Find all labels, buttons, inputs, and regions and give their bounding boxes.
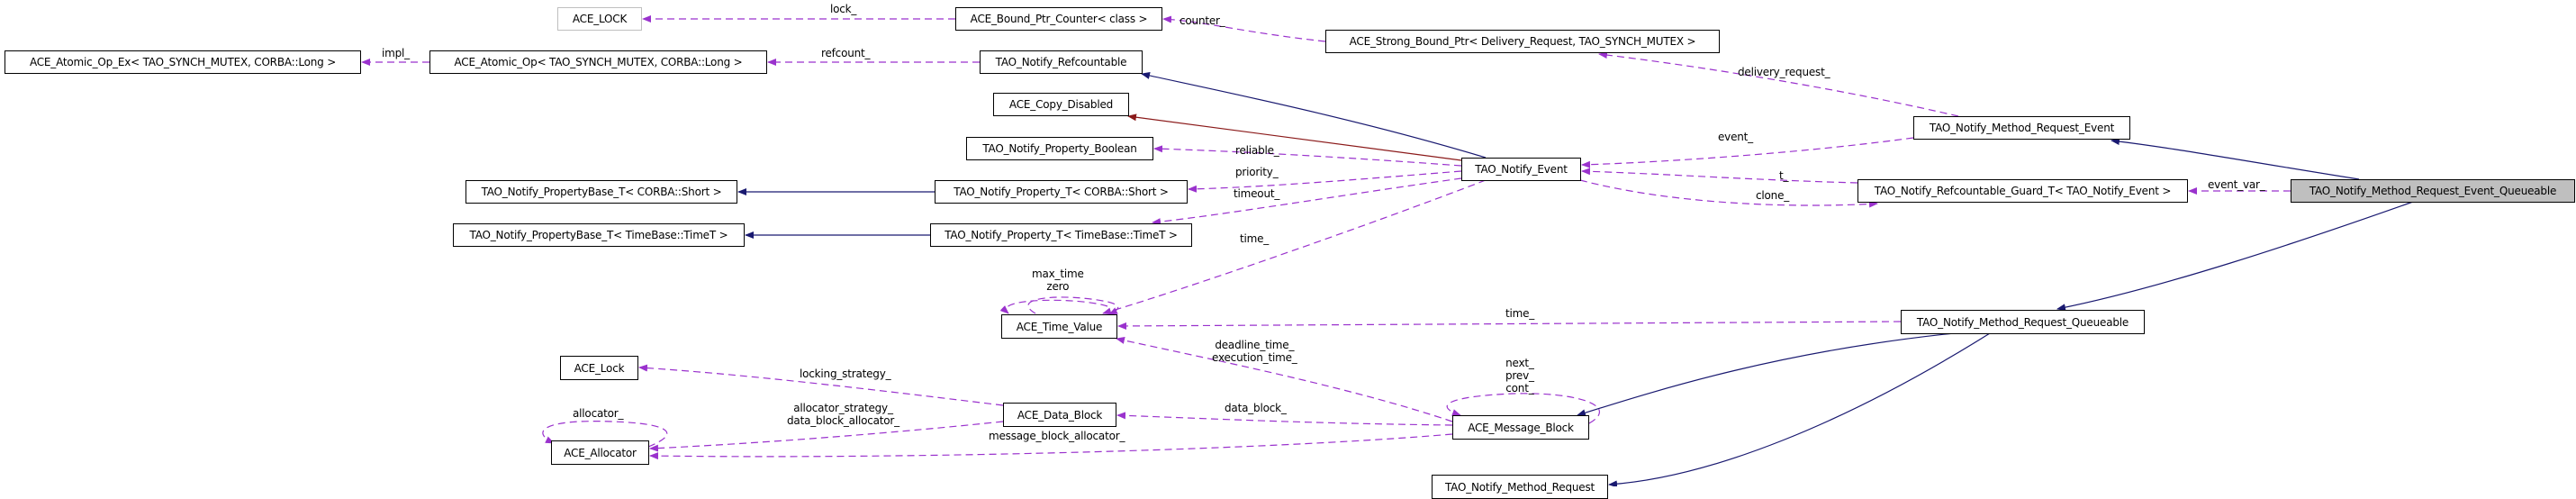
node-label: TAO_Notify_Method_Request_Event: [1929, 122, 2115, 134]
node-label: TAO_Notify_Property_T< TimeBase::TimeT >: [945, 229, 1178, 241]
edge-allocator-strategy: [649, 421, 1004, 452]
node-label: TAO_Notify_Method_Request_Event_Queueabl…: [2309, 185, 2557, 197]
edge-label-delivery-request: delivery_request_: [1738, 66, 1830, 78]
edge-data-block: [1116, 412, 1453, 426]
edge-label-priority: priority_: [1235, 166, 1279, 178]
node-time-value[interactable]: ACE_Time_Value: [1001, 314, 1117, 339]
node-label: TAO_Notify_Property_Boolean: [982, 142, 1137, 155]
edge-layer: [361, 15, 2414, 486]
edge-message-block-allocator: [649, 433, 1453, 460]
edge-label-allocator-self: allocator_: [573, 407, 624, 420]
edge-inherit-copy-disabled: [1127, 113, 1462, 161]
node-label: ACE_Data_Block: [1017, 408, 1103, 422]
edge-allocator-self: [542, 421, 668, 448]
edge-label-impl: impl_: [382, 47, 410, 59]
node-label: ACE_Atomic_Op< TAO_SYNCH_MUTEX, CORBA::L…: [454, 56, 743, 68]
edge-label-message-block-allocator: message_block_allocator_: [989, 430, 1125, 442]
node-refcountable[interactable]: TAO_Notify_Refcountable: [980, 50, 1143, 74]
node-allocator[interactable]: ACE_Allocator: [551, 440, 649, 465]
edge-time1: [1102, 179, 1487, 315]
edge-timeout: [1152, 177, 1462, 226]
node-label: TAO_Notify_Event: [1475, 163, 1568, 176]
node-label: TAO_Notify_Property_T< CORBA::Short >: [954, 186, 1169, 198]
edge-label-next-prev-cont: next_ prev_ cont_: [1505, 357, 1534, 395]
edge-label-lock: lock_: [830, 3, 857, 15]
node-atomic-op[interactable]: ACE_Atomic_Op< TAO_SYNCH_MUTEX, CORBA::L…: [429, 50, 767, 74]
node-property-boolean[interactable]: TAO_Notify_Property_Boolean: [966, 137, 1153, 160]
node-label: ACE_Strong_Bound_Ptr< Delivery_Request, …: [1349, 35, 1696, 48]
node-method-request[interactable]: TAO_Notify_Method_Request: [1432, 475, 1608, 499]
node-label: ACE_Message_Block: [1468, 421, 1574, 434]
edge-next-prev-cont: [1446, 393, 1601, 424]
node-method-request-event[interactable]: TAO_Notify_Method_Request_Event: [1913, 116, 2130, 140]
node-bound-ptr-counter[interactable]: ACE_Bound_Ptr_Counter< class >: [955, 7, 1162, 31]
edge-locking-strategy: [638, 364, 1004, 406]
node-property-short[interactable]: TAO_Notify_Property_T< CORBA::Short >: [935, 180, 1188, 204]
edge-inherit-message-block: [1577, 332, 1955, 417]
edge-inherit-queueable: [2056, 201, 2414, 312]
edge-label-event: event_: [1718, 131, 1753, 143]
node-propertybase-timet[interactable]: TAO_Notify_PropertyBase_T< TimeBase::Tim…: [453, 223, 745, 247]
node-copy-disabled[interactable]: ACE_Copy_Disabled: [993, 93, 1129, 116]
node-label: TAO_Notify_PropertyBase_T< TimeBase::Tim…: [469, 229, 728, 241]
edge-label-event-var: event_var_: [2208, 178, 2265, 191]
edge-label-refcount: refcount_: [821, 47, 871, 59]
edge-priority: [1188, 170, 1462, 193]
node-atomic-op-ex[interactable]: ACE_Atomic_Op_Ex< TAO_SYNCH_MUTEX, CORBA…: [5, 50, 361, 74]
node-label: TAO_Notify_Refcountable_Guard_T< TAO_Not…: [1874, 185, 2172, 197]
node-ace-lock-class[interactable]: ACE_Lock: [560, 356, 638, 380]
edge-clone: [1579, 179, 1878, 208]
edge-time2: [1117, 321, 1902, 330]
node-label: ACE_Copy_Disabled: [1008, 98, 1114, 111]
edge-label-time2: time_: [1505, 307, 1535, 320]
edge-label-deadline-execution: deadline_time_ execution_time_: [1212, 339, 1297, 364]
edge-max-time-zero-a: [1027, 296, 1119, 315]
node-propertybase-short[interactable]: TAO_Notify_PropertyBase_T< CORBA::Short …: [465, 180, 737, 204]
edge-inherit-refcountable: [1141, 72, 1487, 159]
node-property-timet[interactable]: TAO_Notify_Property_T< TimeBase::TimeT >: [930, 223, 1192, 247]
edge-max-time-zero-b: [999, 299, 1108, 314]
edge-label-max-time-zero: max_time zero: [1032, 268, 1084, 293]
edge-label-reliable: reliable_: [1235, 144, 1279, 157]
node-ace-lock[interactable]: ACE_LOCK: [557, 7, 642, 31]
node-label: TAO_Notify_Refcountable: [995, 56, 1127, 68]
node-label: ACE_Lock: [574, 361, 625, 375]
edge-label-timeout: timeout_: [1234, 187, 1280, 200]
edge-t: [1581, 168, 1858, 184]
node-label: ACE_Atomic_Op_Ex< TAO_SYNCH_MUTEX, CORBA…: [29, 56, 337, 68]
node-focus-class[interactable]: TAO_Notify_Method_Request_Event_Queueabl…: [2291, 179, 2575, 203]
node-data-block[interactable]: ACE_Data_Block: [1003, 403, 1116, 427]
node-label: TAO_Notify_Method_Request_Queueable: [1916, 315, 2129, 329]
node-label: ACE_Time_Value: [1016, 320, 1103, 333]
edge-counter: [1162, 15, 1326, 42]
edge-label-counter: counter_: [1180, 14, 1225, 27]
edge-delivery-request: [1598, 51, 1959, 117]
node-method-request-queueable[interactable]: TAO_Notify_Method_Request_Queueable: [1901, 310, 2145, 334]
node-label: TAO_Notify_PropertyBase_T< CORBA::Short …: [481, 186, 722, 198]
edge-event: [1581, 137, 1914, 168]
node-strong-bound-ptr[interactable]: ACE_Strong_Bound_Ptr< Delivery_Request, …: [1325, 30, 1720, 53]
edge-label-allocator-strategy: allocator_strategy_ data_block_allocator…: [787, 402, 899, 427]
node-notify-event[interactable]: TAO_Notify_Event: [1461, 158, 1581, 181]
edge-label-t: t_: [1779, 169, 1789, 182]
edge-label-locking-strategy: locking_strategy_: [800, 367, 891, 380]
node-label: ACE_LOCK: [572, 13, 628, 25]
node-label: TAO_Notify_Method_Request: [1444, 480, 1595, 494]
node-label: ACE_Allocator: [564, 446, 637, 459]
node-label: ACE_Bound_Ptr_Counter< class >: [970, 13, 1148, 25]
edge-inherit-method-request: [1608, 332, 1991, 486]
edge-label-time1: time_: [1240, 232, 1270, 245]
edge-label-clone: clone_: [1756, 189, 1790, 202]
edge-inherit-method-request-event: [2111, 138, 2360, 180]
node-refcountable-guard[interactable]: TAO_Notify_Refcountable_Guard_T< TAO_Not…: [1857, 179, 2188, 203]
edge-label-data-block: data_block_: [1225, 402, 1287, 414]
node-message-block[interactable]: ACE_Message_Block: [1452, 415, 1589, 440]
edge-reliable: [1153, 145, 1462, 167]
